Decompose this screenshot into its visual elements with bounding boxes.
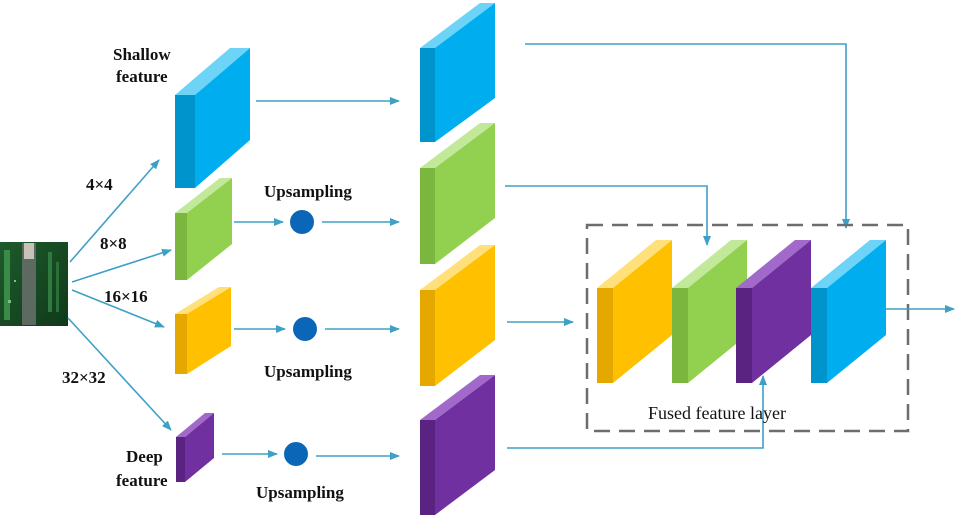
arrow-purple2-to-fused — [507, 375, 767, 449]
purple-feature-block-2 — [420, 375, 495, 515]
fused-layer-label: Fused feature layer — [648, 403, 786, 423]
upsampling-node-3 — [284, 442, 308, 466]
input-image — [0, 242, 68, 326]
arrow-blue2-to-fused — [525, 43, 850, 229]
arrow-input-to-yellow — [71, 289, 165, 328]
upsampling-label-2: Upsampling — [264, 362, 352, 381]
blue-feature-block-2 — [420, 3, 495, 142]
deep-feature-label-line1: Deep — [126, 447, 163, 466]
arrow-input-to-shallow — [69, 159, 160, 263]
scale-label-32x32: 32×32 — [62, 368, 106, 387]
scale-label-4x4: 4×4 — [86, 175, 113, 194]
fused-yellow-block — [597, 240, 672, 383]
scale-label-8x8: 8×8 — [100, 234, 127, 253]
arrow-input-to-deep — [67, 317, 172, 431]
upsampling-label-3: Upsampling — [256, 483, 344, 502]
upsampling-node-2 — [293, 317, 317, 341]
fused-purple-block — [736, 240, 811, 383]
scale-label-16x16: 16×16 — [104, 287, 148, 306]
fused-layer-box — [585, 223, 910, 433]
upsampling-label-1: Upsampling — [264, 182, 352, 201]
green-feature-block-2 — [420, 123, 495, 264]
deep-feature-label-line2: feature — [116, 471, 168, 490]
fused-green-block — [672, 240, 747, 383]
deep-feature-block — [176, 413, 214, 482]
arrow-green2-to-fused — [505, 185, 711, 246]
fused-blue-block — [811, 240, 886, 383]
yellow-feature-block-2 — [420, 245, 495, 386]
shallow-feature-label-line1: Shallow — [113, 45, 171, 64]
shallow-feature-block — [175, 48, 250, 188]
shallow-feature-label-line2: feature — [116, 67, 168, 86]
arrow-input-to-green — [71, 248, 172, 283]
yellow-feature-block — [175, 287, 231, 374]
upsampling-node-1 — [290, 210, 314, 234]
green-feature-block — [175, 178, 232, 280]
